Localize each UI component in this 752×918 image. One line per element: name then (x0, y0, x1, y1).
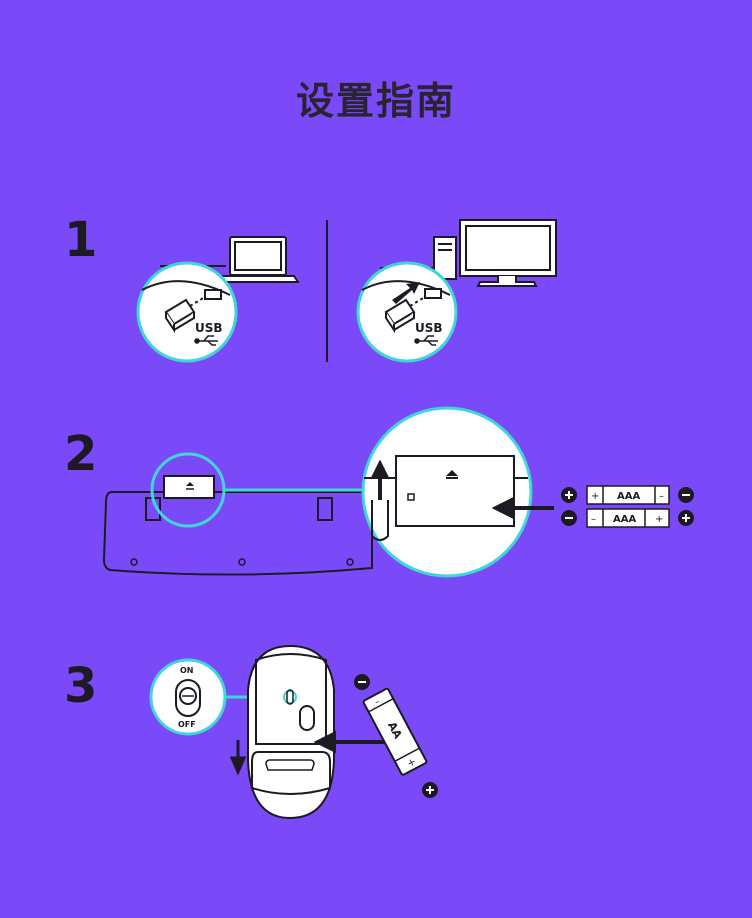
usb-receiver-icon (384, 298, 416, 334)
step1-laptop-illustration: USB (136, 236, 300, 363)
battery-bottom-label: AAA (613, 514, 636, 525)
remove-cover-arrow-icon (229, 740, 247, 776)
usb-label-laptop: USB (195, 321, 223, 335)
step-number-3: 3 (64, 658, 98, 714)
laptop-icon (216, 236, 300, 283)
step-number-2: 2 (64, 426, 98, 482)
battery-top-label: AAA (617, 491, 640, 502)
switch-on-label: ON (180, 666, 194, 675)
insert-arrow-icon (392, 282, 420, 304)
step1-desktop-illustration: USB (356, 219, 557, 363)
usb-receiver-icon (164, 298, 196, 334)
battery-top-right-sign: – (659, 491, 664, 502)
page-title: 设置指南 (295, 79, 456, 123)
step-number-1: 1 (64, 212, 98, 268)
insert-battery-arrow-icon (491, 496, 554, 520)
usb-symbol-icon (194, 335, 218, 346)
usb-label-desktop: USB (415, 321, 443, 335)
switch-off-label: OFF (178, 720, 196, 729)
aa-battery: – + AA (354, 674, 438, 798)
monitor-icon (459, 219, 557, 287)
battery-bottom-left-sign: – (591, 514, 596, 525)
battery-top-left-sign: + (591, 491, 599, 502)
mouse-battery-cover (251, 751, 331, 795)
step3-mouse-illustration: ON OFF (149, 644, 398, 820)
open-door-arrow-icon (370, 459, 390, 500)
aa-battery-minus: – (373, 697, 382, 708)
usb-symbol-icon (414, 335, 438, 346)
aaa-battery-bottom: – AAA + (561, 508, 694, 528)
step2-keyboard-illustration (102, 406, 554, 578)
aaa-battery-top: + AAA – (561, 485, 694, 505)
battery-bottom-right-sign: + (655, 514, 663, 525)
